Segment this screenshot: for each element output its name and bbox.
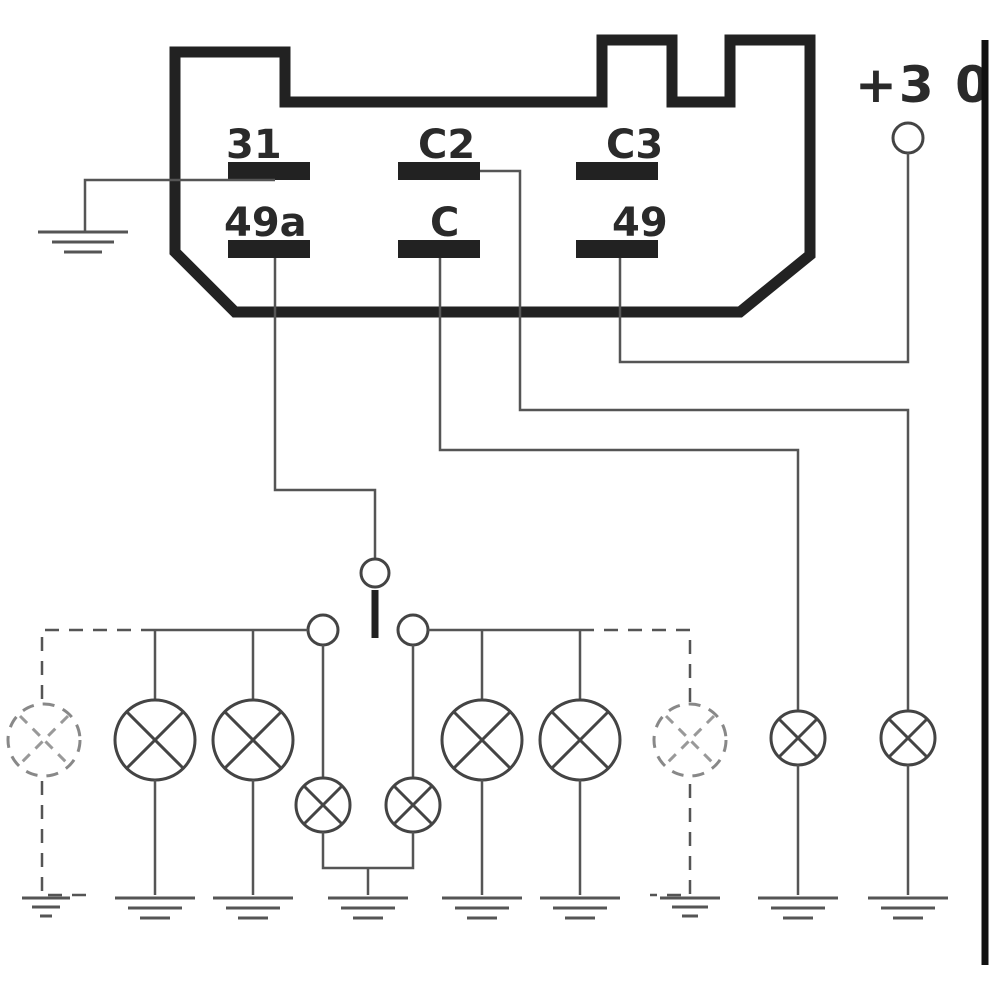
ground-symbol-left-lamp-2: [213, 896, 293, 920]
terminal-c3: [576, 162, 658, 180]
ground-symbol-flasher-indicator: [758, 896, 838, 920]
right-indicator-lamp: [384, 645, 442, 834]
supply-label: +3 0: [855, 56, 992, 114]
switch-input-contact: [359, 557, 391, 589]
label-31: 31: [226, 122, 282, 168]
ground-symbol-supply-indicator: [868, 896, 948, 920]
ground-symbol-31: [38, 230, 128, 254]
switch-right-contact: [396, 613, 430, 647]
wire-c2-indicator: [480, 169, 910, 712]
label-49: 49: [612, 200, 668, 246]
wire-49-supply: [618, 153, 910, 364]
right-lamp-1: [440, 630, 524, 895]
terminal-c: [398, 240, 480, 258]
indicator-common-wire: [321, 832, 415, 895]
wire-31-ground: [83, 178, 275, 232]
label-c: C: [430, 200, 459, 246]
wire-49a-switch: [273, 258, 377, 560]
relay-housing: [169, 34, 816, 318]
ground-symbol-left-optional: [22, 896, 70, 918]
switch-left-contact: [306, 613, 340, 647]
left-indicator-lamp: [294, 645, 352, 834]
flasher-indicator-lamp: [769, 709, 827, 895]
wire-c-indicator: [438, 258, 800, 712]
ground-symbol-indicators: [328, 896, 408, 920]
ground-symbol-right-optional: [660, 896, 720, 918]
supply-indicator-lamp: [879, 709, 937, 895]
label-49a: 49a: [224, 200, 307, 246]
terminal-31: [228, 162, 310, 180]
left-optional-lamp: [6, 702, 82, 778]
left-lamp-2: [211, 630, 295, 895]
ground-symbol-left-lamp-1: [115, 896, 195, 920]
terminal-49: [576, 240, 658, 258]
supply-terminal-circle: [891, 121, 925, 155]
ground-symbol-right-lamp-2: [540, 896, 620, 920]
terminal-c2: [398, 162, 480, 180]
right-optional-lamp: [652, 702, 728, 778]
right-lamp-2: [538, 630, 622, 895]
label-c3: C3: [606, 122, 663, 168]
left-lamp-1: [113, 630, 197, 895]
ground-symbol-right-lamp-1: [442, 896, 522, 920]
label-c2: C2: [418, 122, 475, 168]
terminal-49a: [228, 240, 310, 258]
